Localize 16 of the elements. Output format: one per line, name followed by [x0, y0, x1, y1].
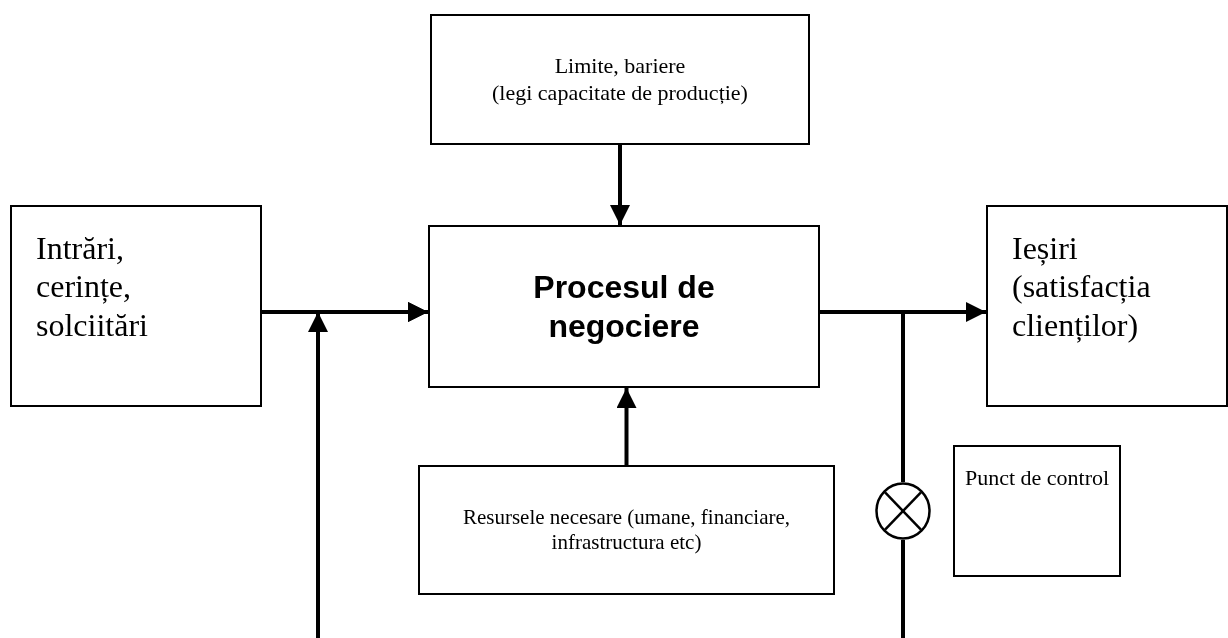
- box-text: (legi capacitate de producție): [492, 79, 748, 106]
- control-point-box: [953, 445, 1121, 577]
- box-text: Ieșiri (satisfacția clienților): [1012, 229, 1152, 345]
- process-box: [428, 225, 820, 388]
- arrow: [616, 388, 637, 465]
- arrow: [610, 145, 630, 225]
- input-box: [10, 205, 262, 407]
- box-text: Intrări, cerințe, solciitări: [36, 229, 149, 345]
- box-text: Punct de control: [964, 465, 1110, 492]
- constraint-box: [430, 14, 810, 145]
- box-text: Procesul de negociere: [532, 268, 716, 345]
- box-text: Limite, bariere: [554, 53, 686, 80]
- output-box: [986, 205, 1228, 407]
- resource-box: [418, 465, 835, 595]
- control-point-symbol: [875, 482, 931, 540]
- box-text: Resursele necesare (umane, financiare, infrastructura etc): [461, 504, 792, 556]
